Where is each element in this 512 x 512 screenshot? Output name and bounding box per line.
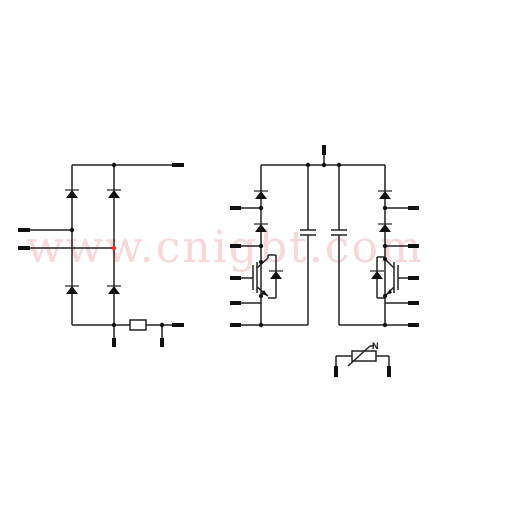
ntc-label: N [372, 341, 379, 351]
rectifier-bridge [18, 162, 184, 347]
dc-link-capacitor-2 [331, 165, 347, 325]
bridge-diode-2 [107, 189, 121, 198]
shunt-resistor [129, 319, 147, 331]
dc-bus [261, 145, 385, 325]
left-diode-lower [255, 224, 267, 232]
ntc-thermistor: N [334, 341, 391, 377]
bridge-diode-3 [65, 285, 79, 294]
left-igbt-branch [230, 165, 308, 328]
right-diode-upper [379, 191, 391, 199]
bridge-diode-1 [65, 189, 79, 198]
right-igbt [370, 256, 419, 299]
left-diode-upper [255, 191, 267, 199]
right-igbt-branch [339, 165, 419, 328]
right-diode-lower [379, 224, 391, 232]
dc-link-capacitor-1 [300, 165, 316, 325]
bridge-diode-4 [107, 285, 121, 294]
